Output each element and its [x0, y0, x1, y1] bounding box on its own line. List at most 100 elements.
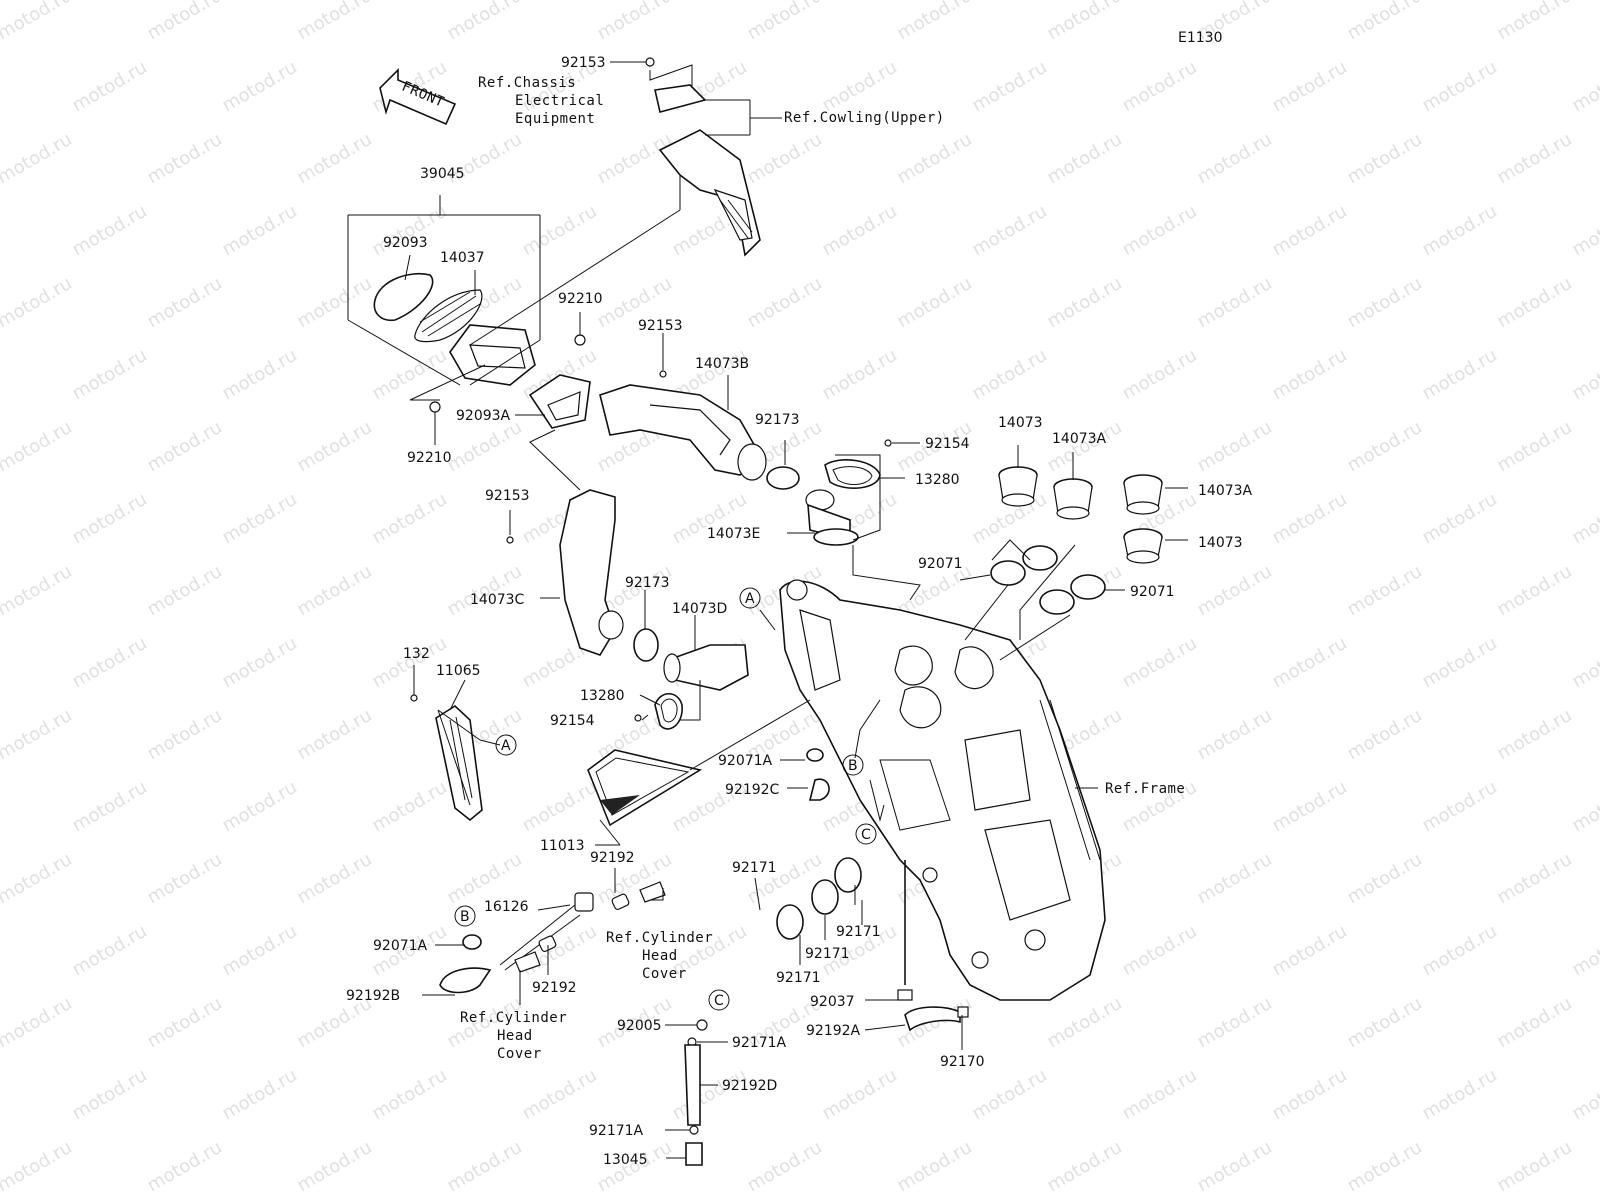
watermark-text: motod.ru: [1344, 993, 1426, 1052]
o-ring-92071-b: [1022, 545, 1058, 571]
label-14073C: 14073C: [470, 592, 525, 608]
watermark-text: motod.ru: [894, 129, 976, 188]
hose-92192D: [684, 1044, 701, 1126]
hose-92192B: [439, 967, 492, 994]
clamp-92171-c: [834, 857, 862, 893]
elbow-14073E: [805, 489, 859, 546]
watermark-text: motod.ru: [1194, 129, 1276, 188]
label-11013: 11013: [540, 838, 585, 854]
watermark-text: motod.ru: [294, 417, 376, 476]
watermark-text: motod.ru: [1119, 57, 1201, 116]
plug-92005: [696, 1019, 708, 1031]
watermark-text: motod.ru: [1344, 1137, 1426, 1196]
watermark-text: motod.ru: [294, 561, 376, 620]
clamp-92173-b: [633, 628, 659, 662]
watermark-text: motod.ru: [819, 345, 901, 404]
watermark-text: motod.ru: [1344, 0, 1426, 44]
watermark-text: motod.ru: [1569, 345, 1600, 404]
watermark-text: motod.ru: [1344, 561, 1426, 620]
velocity-stack-2: [1053, 478, 1093, 520]
watermark-text: motod.ru: [669, 1065, 751, 1124]
label-92171-a: 92171: [732, 860, 777, 876]
watermark-text: motod.ru: [294, 129, 376, 188]
cowling-bracket: [654, 84, 761, 257]
watermark-text: motod.ru: [219, 1065, 301, 1124]
watermark-text: motod.ru: [294, 705, 376, 764]
watermark-text: motod.ru: [819, 57, 901, 116]
label-14073E: 14073E: [707, 526, 760, 542]
watermark-text: motod.ru: [144, 1137, 226, 1196]
watermark-text: motod.ru: [294, 273, 376, 332]
duct-14073D: [663, 644, 749, 691]
watermark-text: motod.ru: [894, 273, 976, 332]
label-92071-a: 92071: [918, 556, 963, 572]
watermark-text: motod.ru: [1419, 633, 1501, 692]
watermark-text: motod.ru: [1494, 1137, 1576, 1196]
watermark-text: motod.ru: [144, 705, 226, 764]
clamp-92171-b: [811, 879, 839, 915]
watermark-text: motod.ru: [1419, 345, 1501, 404]
label-92192B: 92192B: [346, 988, 400, 1004]
watermark-text: motod.ru: [1194, 417, 1276, 476]
label-92173-b: 92173: [625, 575, 670, 591]
clip-92170: [957, 1006, 969, 1018]
watermark-text: motod.ru: [219, 201, 301, 260]
watermark-text: motod.ru: [0, 849, 76, 908]
watermark-text: motod.ru: [1569, 633, 1600, 692]
label-92153-low: 92153: [485, 488, 530, 504]
clamp-92171-a: [776, 904, 804, 940]
ref-frame: Ref.Frame: [1105, 781, 1185, 797]
label-92093A: 92093A: [456, 408, 511, 424]
label-92171A-a: 92171A: [732, 1035, 787, 1051]
watermark-text: motod.ru: [69, 201, 151, 260]
label-14073-a: 14073: [998, 415, 1043, 431]
watermark-text: motod.ru: [69, 1065, 151, 1124]
watermark-text: motod.ru: [1494, 993, 1576, 1052]
watermark-text: motod.ru: [594, 0, 676, 44]
label-13280-b: 13280: [580, 688, 625, 704]
watermark-text: motod.ru: [0, 561, 76, 620]
label-13045: 13045: [603, 1152, 648, 1168]
watermark-text: motod.ru: [144, 849, 226, 908]
watermark-text: motod.ru: [969, 201, 1051, 260]
label-14073D: 14073D: [672, 601, 727, 617]
watermark-text: motod.ru: [1194, 993, 1276, 1052]
marker-A-2: A: [501, 738, 511, 754]
watermark-text: motod.ru: [144, 561, 226, 620]
ref-cyl-head-2-line3: Cover: [497, 1046, 542, 1062]
watermark-text: motod.ru: [219, 57, 301, 116]
watermark-text: motod.ru: [294, 1137, 376, 1196]
watermark-text: motod.ru: [1419, 777, 1501, 836]
watermark-text: motod.ru: [219, 345, 301, 404]
watermark-text: motod.ru: [1044, 273, 1126, 332]
watermark-text: motod.ru: [369, 489, 451, 548]
watermark-text: motod.ru: [1344, 849, 1426, 908]
marker-B-1: B: [848, 758, 858, 774]
watermark-text: motod.ru: [1494, 417, 1576, 476]
label-92037: 92037: [810, 994, 855, 1010]
watermark-text: motod.ru: [1269, 345, 1351, 404]
watermark-text: motod.ru: [144, 417, 226, 476]
velocity-stack-1: [998, 466, 1038, 507]
watermark-text: motod.ru: [144, 273, 226, 332]
watermark-text: motod.ru: [444, 417, 526, 476]
reference-labels: Ref.Chassis Electrical Equipment Ref.Cow…: [460, 75, 1185, 1062]
watermark-text: motod.ru: [1569, 777, 1600, 836]
watermark-text: motod.ru: [69, 489, 151, 548]
watermark-text: motod.ru: [1194, 273, 1276, 332]
watermark-text: motod.ru: [0, 705, 76, 764]
watermark-text: motod.ru: [819, 201, 901, 260]
duct-14073C: [559, 489, 624, 656]
watermark-text: motod.ru: [369, 777, 451, 836]
label-92005: 92005: [617, 1018, 662, 1034]
watermark-text: motod.ru: [219, 777, 301, 836]
watermark-text: motod.ru: [369, 345, 451, 404]
watermark-text: motod.ru: [0, 273, 76, 332]
marker-C-1: C: [861, 827, 871, 843]
watermark-text: motod.ru: [1269, 921, 1351, 980]
label-39045: 39045: [420, 166, 465, 182]
duct-14073B: [599, 384, 767, 481]
watermark-text: motod.ru: [369, 1065, 451, 1124]
watermark-text: motod.ru: [144, 129, 226, 188]
